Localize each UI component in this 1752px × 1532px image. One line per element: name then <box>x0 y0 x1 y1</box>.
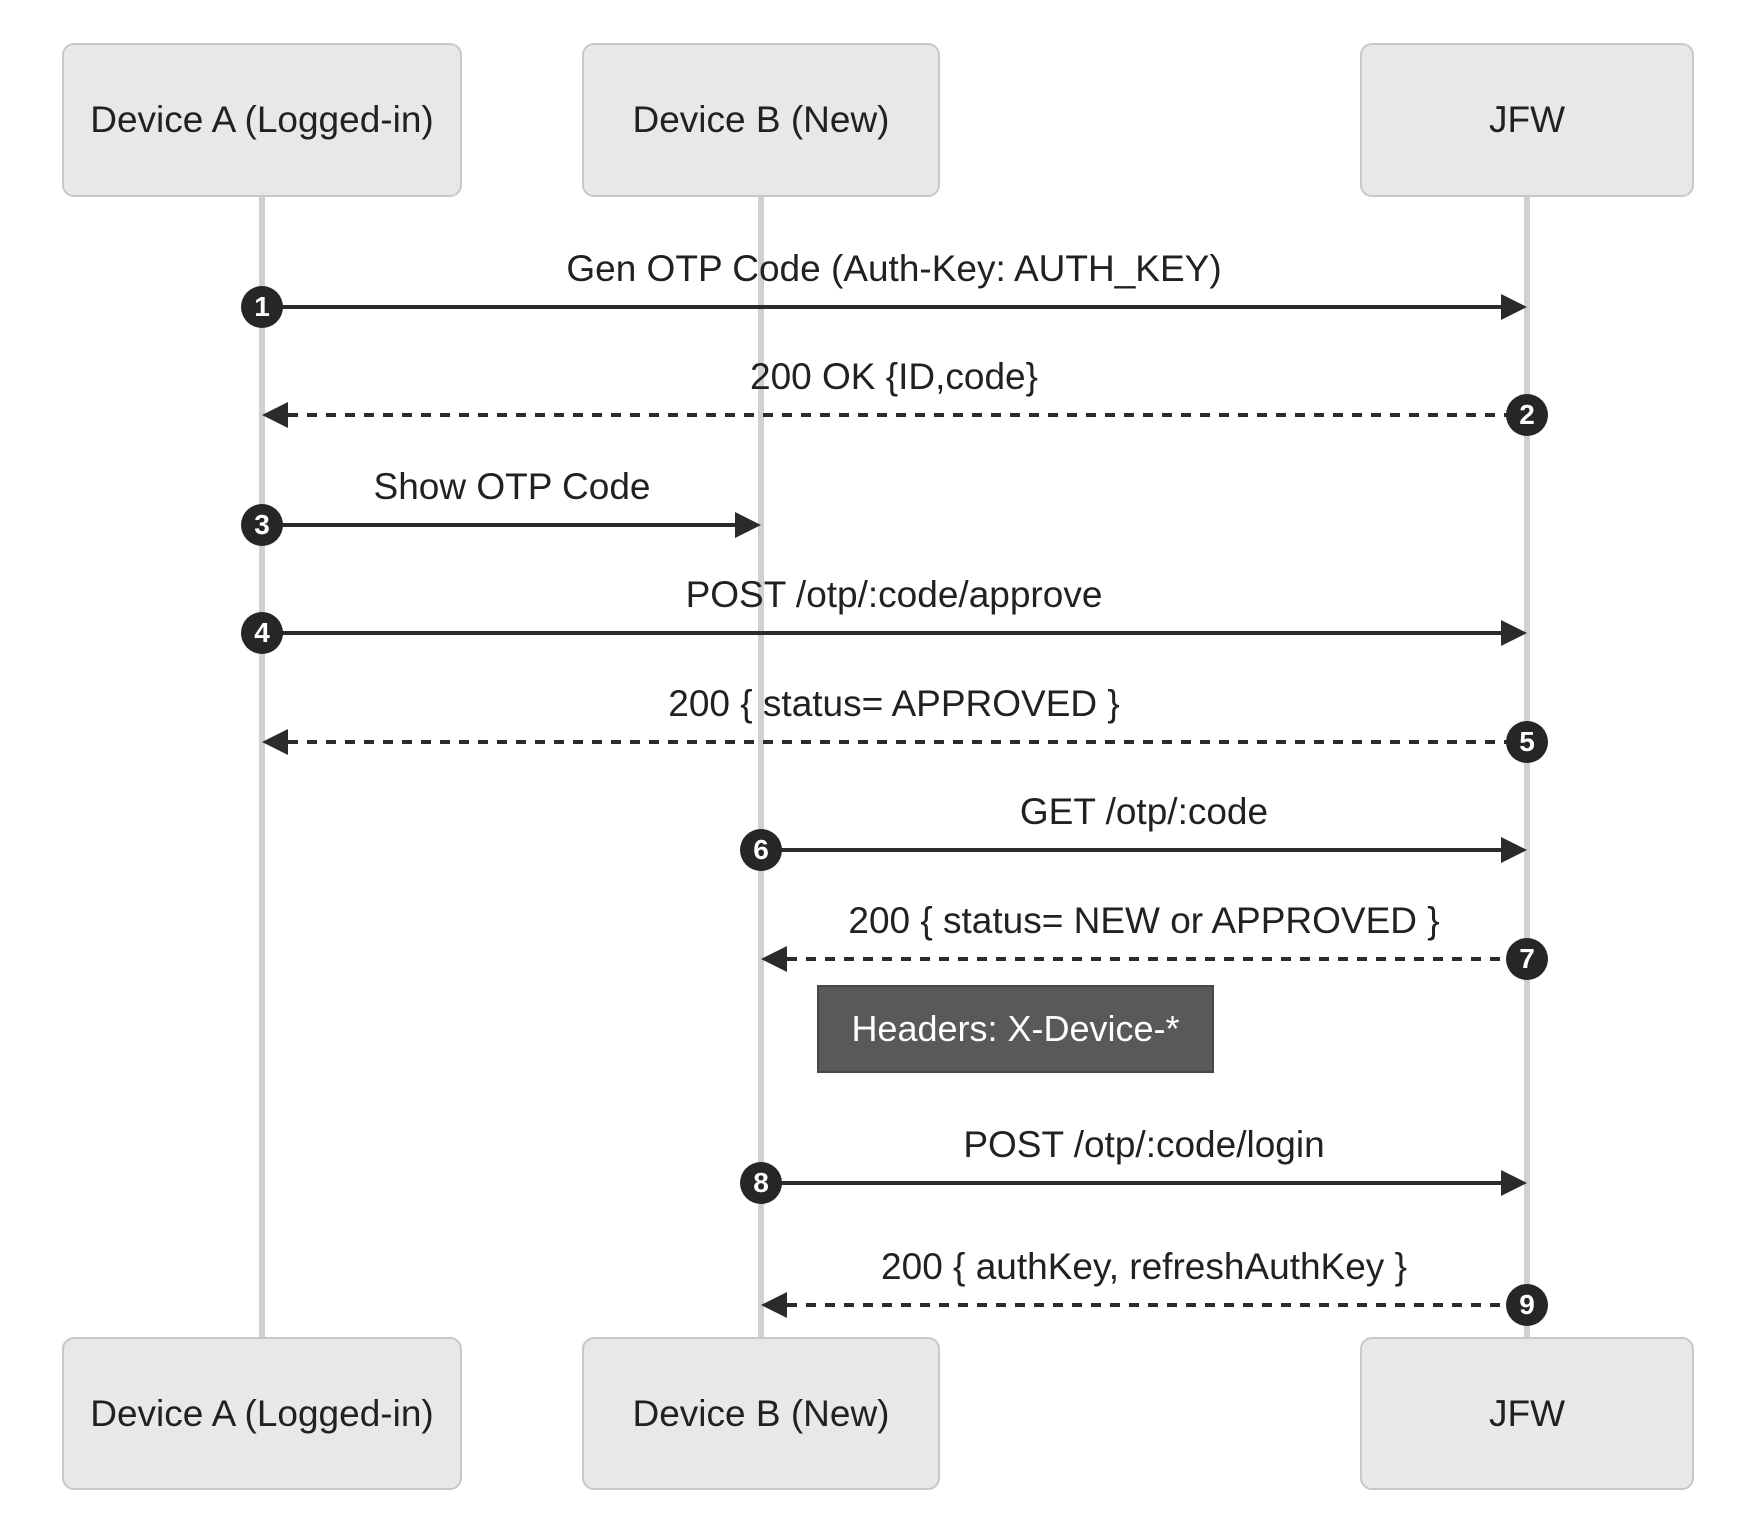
message-label: POST /otp/:code/login <box>963 1124 1325 1165</box>
participant-label: JFW <box>1488 99 1566 140</box>
note-label: Headers: X-Device-* <box>851 1008 1180 1049</box>
message-label: 200 { authKey, refreshAuthKey } <box>881 1246 1407 1287</box>
message-line <box>288 413 1527 417</box>
message-label: GET /otp/:code <box>1019 791 1269 832</box>
participant-label: Device A (Logged-in) <box>90 99 434 140</box>
lifeline-device-a <box>259 197 265 1337</box>
arrowhead-left-icon <box>262 402 288 428</box>
participant-device-a-bottom: Device A (Logged-in) <box>62 1337 462 1490</box>
message-line <box>761 848 1503 852</box>
message-label: POST /otp/:code/approve <box>685 574 1103 615</box>
participant-jfw-top: JFW <box>1360 43 1694 197</box>
participant-label: JFW <box>1488 1392 1566 1434</box>
sequence-number-badge: 7 <box>1506 938 1548 980</box>
message-label: 200 { status= APPROVED } <box>668 683 1120 724</box>
message-label: 200 OK {ID,code} <box>750 356 1038 397</box>
arrowhead-right-icon <box>735 512 761 538</box>
sequence-number-badge: 1 <box>241 286 283 328</box>
message-line <box>262 631 1503 635</box>
arrowhead-right-icon <box>1501 1170 1527 1196</box>
participant-label: Device B (New) <box>632 1392 890 1434</box>
participant-label: Device A (Logged-in) <box>90 1392 434 1434</box>
sequence-number-badge: 9 <box>1506 1284 1548 1326</box>
sequence-number-badge: 4 <box>241 612 283 654</box>
sequence-number-badge: 5 <box>1506 721 1548 763</box>
message-line <box>288 740 1527 744</box>
arrowhead-left-icon <box>262 729 288 755</box>
participant-device-b-bottom: Device B (New) <box>582 1337 940 1490</box>
sequence-number-badge: 3 <box>241 504 283 546</box>
sequence-number-badge: 6 <box>740 829 782 871</box>
participant-device-b-top: Device B (New) <box>582 43 940 197</box>
message-line <box>787 1303 1527 1307</box>
arrowhead-left-icon <box>761 946 787 972</box>
participant-jfw-bottom: JFW <box>1360 1337 1694 1490</box>
message-line <box>787 957 1527 961</box>
arrowhead-right-icon <box>1501 620 1527 646</box>
sequence-number-badge: 2 <box>1506 394 1548 436</box>
message-line <box>262 523 737 527</box>
note-box: Headers: X-Device-* <box>817 985 1214 1073</box>
arrowhead-right-icon <box>1501 837 1527 863</box>
lifeline-device-b <box>758 197 764 1337</box>
participant-label: Device B (New) <box>632 99 890 140</box>
lifeline-jfw <box>1524 197 1530 1337</box>
message-label: Show OTP Code <box>373 466 651 507</box>
message-label: Gen OTP Code (Auth-Key: AUTH_KEY) <box>566 248 1222 289</box>
message-line <box>761 1181 1503 1185</box>
arrowhead-left-icon <box>761 1292 787 1318</box>
participant-device-a-top: Device A (Logged-in) <box>62 43 462 197</box>
message-label: 200 { status= NEW or APPROVED } <box>848 900 1440 941</box>
arrowhead-right-icon <box>1501 294 1527 320</box>
sequence-number-badge: 8 <box>740 1162 782 1204</box>
message-line <box>262 305 1503 309</box>
